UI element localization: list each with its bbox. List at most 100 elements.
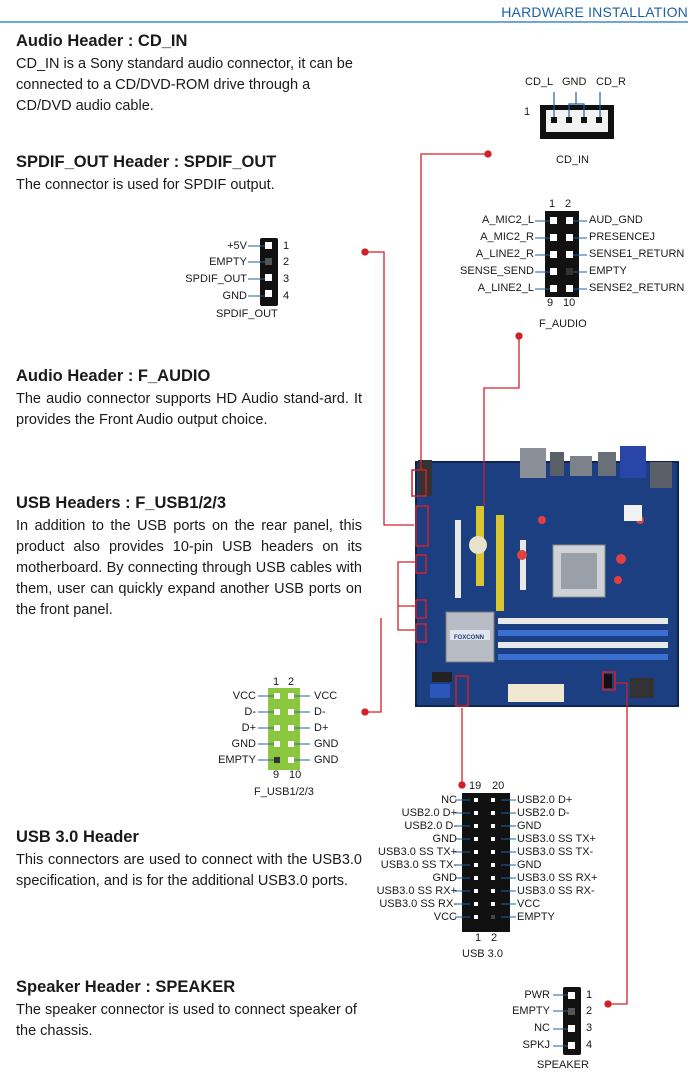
f-audio-right-signal: SENSE2_RETURN bbox=[589, 282, 685, 294]
usb3-pin: 20 bbox=[492, 780, 505, 792]
usb3-right-signal: USB2.0 D+ bbox=[517, 794, 573, 806]
usb3-pin: 1 bbox=[475, 932, 482, 944]
speaker-name: SPEAKER bbox=[537, 1059, 589, 1071]
usb-right-signal: GND bbox=[314, 738, 339, 750]
usb3-left-signal: GND bbox=[432, 872, 457, 884]
usb-right-signal: GND bbox=[314, 754, 339, 766]
speaker-pin: 3 bbox=[586, 1022, 593, 1034]
usb3-pin-dot bbox=[474, 915, 478, 919]
usb3-left-signal: NC bbox=[441, 794, 457, 806]
usb3-right-signal: USB3.0 SS TX- bbox=[517, 846, 594, 858]
f-audio-name: F_AUDIO bbox=[539, 318, 587, 330]
section-body: The audio connector supports HD Audio st… bbox=[16, 391, 362, 428]
cd-in-pin-one: 1 bbox=[524, 106, 531, 118]
section-cd-in: Audio Header : CD_IN CD_IN is a Sony sta… bbox=[16, 32, 362, 117]
usb-right-signal: VCC bbox=[314, 690, 338, 702]
section-title: USB Headers : F_USB1/2/3 bbox=[16, 494, 226, 512]
usb3-left-signal: GND bbox=[432, 833, 457, 845]
section-f-audio: Audio Header : F_AUDIO The audio connect… bbox=[16, 367, 362, 431]
cd-in-label-gnd: GND bbox=[562, 76, 587, 88]
spdif-signal: SPDIF_OUT bbox=[185, 273, 247, 285]
motherboard-illustration: FOXCONN bbox=[411, 446, 679, 707]
spdif-signal: EMPTY bbox=[209, 256, 247, 268]
spdif-pin: 1 bbox=[283, 240, 290, 252]
usb3-left-signal: USB2.0 D- bbox=[404, 820, 457, 832]
usb-left-signal: EMPTY bbox=[218, 754, 256, 766]
usb3-pin-dot bbox=[474, 876, 478, 880]
usb3-pin-dot bbox=[474, 811, 478, 815]
section-usb3: USB 3.0 Header This connectors are used … bbox=[16, 828, 362, 892]
f-audio-right-signal: AUD_GND bbox=[589, 214, 643, 226]
speaker-header bbox=[553, 987, 581, 1055]
usb3-right-signal: USB3.0 SS RX- bbox=[517, 885, 595, 897]
speaker-pin: 4 bbox=[586, 1039, 593, 1051]
usb-name: F_USB1/2/3 bbox=[254, 786, 314, 798]
pointer-lines bbox=[361, 150, 628, 1008]
section-body: The connector is used for SPDIF output. bbox=[16, 177, 275, 193]
usb-left-signal: GND bbox=[231, 738, 256, 750]
usb3-pin-dot bbox=[474, 798, 478, 802]
spdif-signal: GND bbox=[222, 290, 247, 302]
spdif-name: SPDIF_OUT bbox=[216, 308, 278, 320]
usb3-right-signal: GND bbox=[517, 820, 542, 832]
f-audio-left-signal: A_MIC2_L bbox=[482, 214, 534, 226]
usb3-left-signal: USB3.0 SS RX- bbox=[379, 898, 457, 910]
usb3-right-signal: USB3.0 SS RX+ bbox=[517, 872, 598, 884]
usb3-right-signal: USB3.0 SS TX+ bbox=[517, 833, 596, 845]
section-speaker: Speaker Header : SPEAKER The speaker con… bbox=[16, 978, 362, 1042]
speaker-pin: 2 bbox=[586, 1005, 593, 1017]
usb3-pin-dot bbox=[474, 824, 478, 828]
f-audio-right-signal: SENSE1_RETURN bbox=[589, 248, 685, 260]
spdif-pin: 4 bbox=[283, 290, 290, 302]
usb3-name: USB 3.0 bbox=[462, 948, 503, 960]
f-audio-left-signal: A_LINE2_R bbox=[475, 248, 534, 260]
header-title: HARDWARE INSTALLATION bbox=[501, 4, 688, 20]
usb3-pin-dot bbox=[491, 811, 495, 815]
usb3-right-signal: EMPTY bbox=[517, 911, 555, 923]
section-body: This connectors are used to connect with… bbox=[16, 852, 362, 889]
spdif-header bbox=[248, 238, 278, 306]
usb-left-signal: D- bbox=[244, 706, 256, 718]
usb3-left-signal: VCC bbox=[433, 911, 457, 923]
usb-left-signal: D+ bbox=[241, 722, 256, 734]
usb3-pin-dot bbox=[491, 863, 495, 867]
usb3-pin: 19 bbox=[469, 780, 482, 792]
section-body: The speaker connector is used to connect… bbox=[16, 1002, 357, 1039]
section-body: In addition to the USB ports on the rear… bbox=[16, 518, 362, 618]
usb3-pin-dot bbox=[491, 915, 495, 919]
speaker-signal: SPKJ bbox=[522, 1039, 550, 1051]
section-title: USB 3.0 Header bbox=[16, 828, 139, 846]
cd-in-name: CD_IN bbox=[556, 154, 590, 166]
usb3-left-signal: USB3.0 SS TX- bbox=[380, 859, 457, 871]
usb3-pin: 2 bbox=[491, 932, 498, 944]
section-title: SPDIF_OUT Header : SPDIF_OUT bbox=[16, 153, 277, 171]
section-title: Audio Header : F_AUDIO bbox=[16, 367, 211, 385]
usb3-right-signal: VCC bbox=[517, 898, 541, 910]
usb-right-signal: D+ bbox=[314, 722, 329, 734]
usb3-pin-dot bbox=[474, 902, 478, 906]
f-audio-left-signal: SENSE_SEND bbox=[460, 265, 534, 277]
section-body: CD_IN is a Sony standard audio connector… bbox=[16, 56, 353, 114]
usb3-pin-dot bbox=[491, 889, 495, 893]
usb3-pin-dot bbox=[491, 902, 495, 906]
f-audio-pin: 2 bbox=[565, 198, 572, 210]
usb-left-signal: VCC bbox=[232, 690, 256, 702]
section-title: Audio Header : CD_IN bbox=[16, 32, 188, 50]
speaker-signal: PWR bbox=[524, 989, 550, 1001]
spdif-pin: 2 bbox=[283, 256, 290, 268]
usb3-right-signal: GND bbox=[517, 859, 542, 871]
usb-header bbox=[258, 688, 310, 770]
usb3-pin-dot bbox=[491, 837, 495, 841]
usb-right-signal: D- bbox=[314, 706, 326, 718]
f-audio-right-signal: EMPTY bbox=[589, 265, 627, 277]
f-audio-header bbox=[535, 211, 587, 297]
usb3-pin-dot bbox=[491, 798, 495, 802]
usb-pin: 9 bbox=[273, 769, 280, 781]
spdif-pin: 3 bbox=[283, 273, 290, 285]
f-audio-pin: 9 bbox=[547, 297, 554, 309]
usb3-pin-dot bbox=[491, 824, 495, 828]
spdif-signal: +5V bbox=[227, 240, 247, 252]
usb3-right-signal: USB2.0 D- bbox=[517, 807, 570, 819]
speaker-pin: 1 bbox=[586, 989, 593, 1001]
